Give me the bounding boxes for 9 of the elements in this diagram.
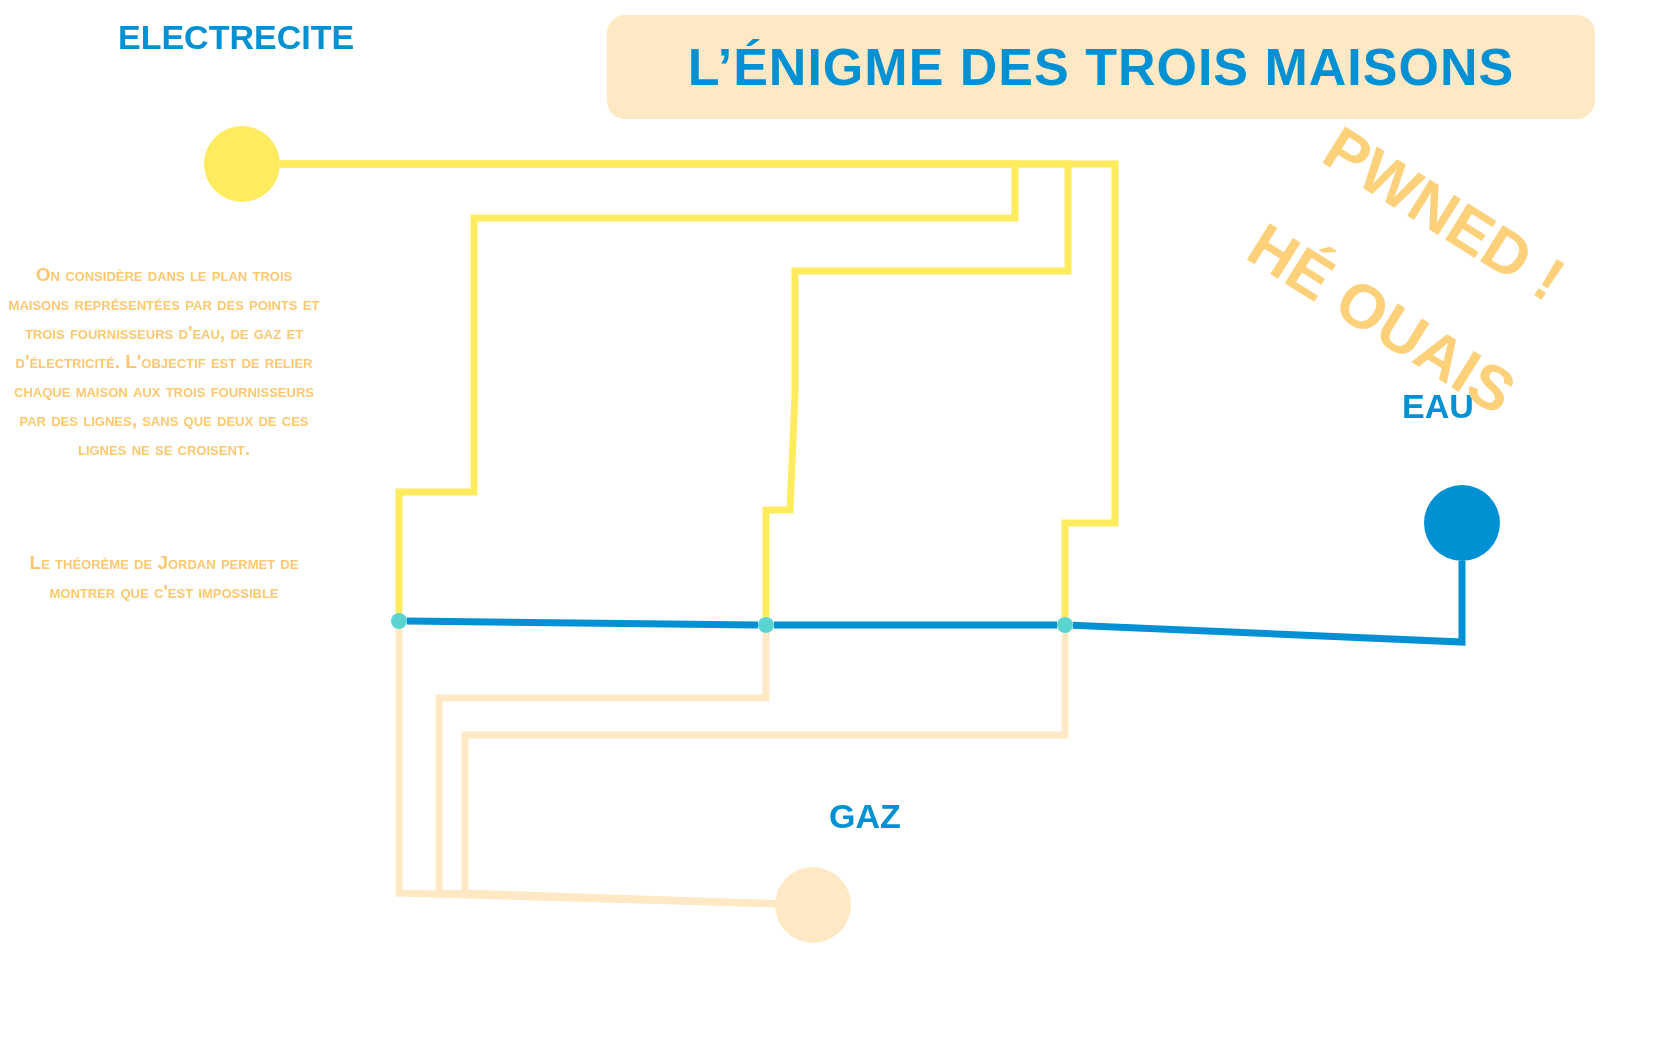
supplier-label: ELECTRECITE [118, 18, 355, 57]
supplier-label: GAZ [829, 797, 901, 836]
connector-line [774, 621, 1057, 629]
title: L’ÉNIGME DES TROIS MAISONS [687, 37, 1515, 97]
description-text: On considère dans le plan trois maisons représentées par des points et trois fournisseurs d'eau, de gaz et d'électricité. L'objectif est de relier chaque maison aux trois fournisseurs par des lignes, sans que deux de ces lignes ne se croisent. [8, 263, 320, 461]
connector-line [1072, 561, 1466, 646]
description-text: Le théorème de Jordan permet de montrer que c'est impossible [28, 551, 300, 604]
connector-line [406, 617, 759, 629]
connector-line [461, 633, 1069, 908]
